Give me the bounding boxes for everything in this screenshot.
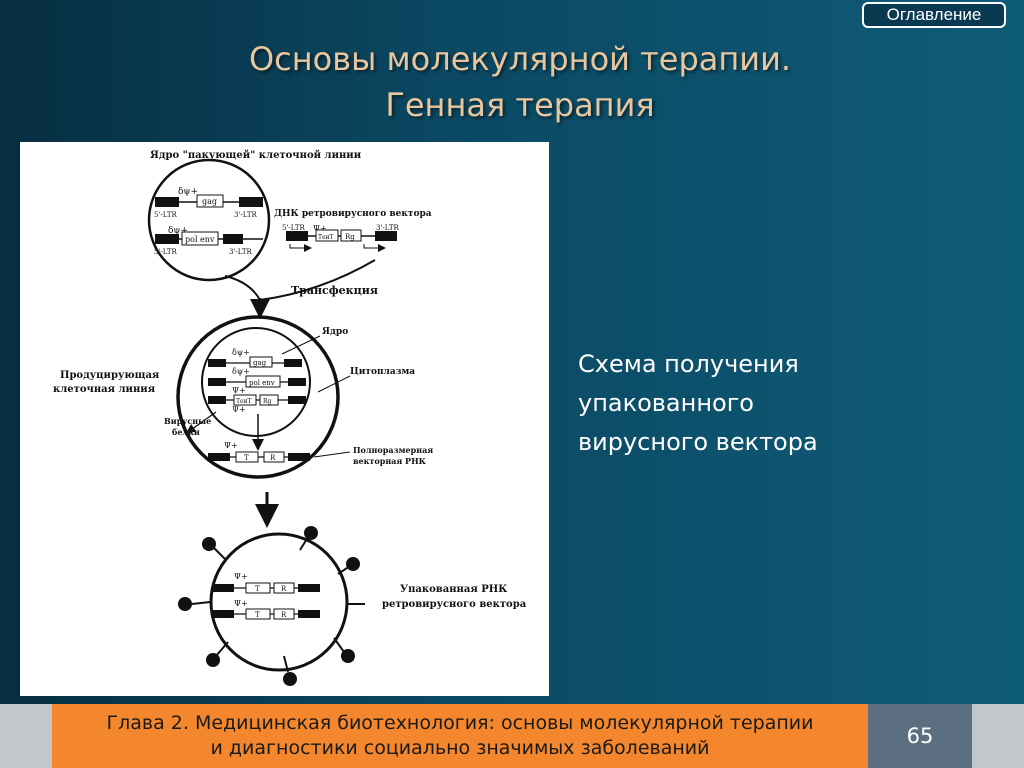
transgene-box [245,582,271,594]
ltr-block [239,197,263,207]
packaging-nucleus-circle [147,158,271,282]
transgene-box [233,394,257,406]
r-box [273,582,295,594]
psi-label: Ψ+ [232,405,246,414]
page-number: 65 [868,704,972,768]
psi-label: Ψ+ [234,572,248,581]
rg-box [259,394,279,406]
ltr-block [155,234,179,244]
cytoplasm-label: Цитоплазма [350,367,415,377]
ltr3-label: 3'-LTR [229,248,252,256]
producing-nucleus-circle [201,327,311,437]
ltr3-label: 3'-LTR [234,211,257,219]
svg-text:R: R [270,454,276,462]
psi-label: Ψ+ [224,441,238,450]
svg-text:Т: Т [255,585,260,593]
psi-label: Ψ+ [232,386,246,395]
gag-box [249,356,273,368]
packaging-nucleus-label: Ядро "пакующей" клеточной линии [150,150,362,161]
virion-spikes [178,526,365,686]
viral-proteins-label-2: белки [172,427,200,437]
packaged-rna-label-2: ретровирусного вектора [382,599,527,610]
ltr-block [155,197,179,207]
delta-psi-label: δψ+ [232,367,250,376]
transgene-box [315,229,339,242]
footer-chapter-title: Глава 2. Медицинская биотехнология: осно… [52,704,868,768]
ltr5-label: 5'-LTR [154,248,177,256]
svg-text:Т: Т [244,454,249,462]
svg-text:R: R [281,611,287,619]
nucleus-label: Ядро [322,327,348,337]
caption-line-1: Схема получения [578,350,799,378]
polenv-box [181,231,219,246]
packaged-rna-label-1: Упакованная РНК [400,584,507,595]
r-box [273,608,295,620]
toc-button[interactable]: Оглавление [862,2,1006,28]
slide-caption: Схема получения упакованного вирусного в… [578,345,998,462]
svg-text:pol env: pol env [249,379,275,387]
transgene-box [245,608,271,620]
gag-box [196,194,224,208]
footer-chapter-line-1: Глава 2. Медицинская биотехнология: осно… [106,712,814,734]
transgene-label: ТеиТ [318,234,334,241]
rg-box [340,229,362,242]
slide-title-line-2: Генная терапия [385,86,655,124]
transfection-label: Трансфекция [291,284,378,297]
delta-psi-label: δψ+ [232,348,250,357]
psi-label: Ψ+ [234,599,248,608]
gag-label: gag [202,197,217,206]
psi-label: Ψ+ [313,224,327,233]
viral-proteins-label-1: Вирусные [164,416,211,426]
svg-text:gag: gag [253,359,267,367]
retroviral-vector-diagram: Ядро "пакующей" клеточной линии δψ+ gag … [20,142,549,696]
ltr-block [286,231,308,241]
footer-chapter-line-2: и диагностики социально значимых заболев… [210,737,710,759]
vector-dna-label: ДНК ретровирусного вектора [274,209,432,219]
svg-text:ТеиТ: ТеиТ [236,398,252,405]
producing-line-label-2: клеточная линия [53,384,156,395]
fulllength-rna-label-1: Полноразмерная [353,445,433,455]
svg-text:Rg: Rg [263,398,272,405]
ltr5-label: 5'-LTR [282,224,305,232]
virion-circle [209,532,349,672]
delta-psi-label: δψ+ [178,187,198,197]
transgene-box [235,451,259,463]
r-box [263,451,285,463]
svg-text:R: R [281,585,287,593]
fulllength-rna-label-2: векторная РНК [353,456,427,466]
svg-text:Т: Т [255,611,260,619]
slide-title-line-1: Основы молекулярной терапии. [248,40,792,78]
slide-title: Основы молекулярной терапии. Генная тера… [160,36,880,128]
ltr-block [375,231,397,241]
producing-cell-circle [176,315,340,479]
polenv-label: pol env [185,235,215,244]
caption-line-2: упакованного [578,389,754,417]
rg-label: Rg [345,233,355,241]
delta-psi-label: δψ+ [168,226,188,236]
ltr-block [223,234,243,244]
ltr3-label: 3'-LTR [376,224,399,232]
caption-line-3: вирусного вектора [578,428,818,456]
producing-line-label-1: Продуцирующая [60,370,160,381]
ltr5-label: 5'-LTR [154,211,177,219]
polenv-box [245,375,281,388]
